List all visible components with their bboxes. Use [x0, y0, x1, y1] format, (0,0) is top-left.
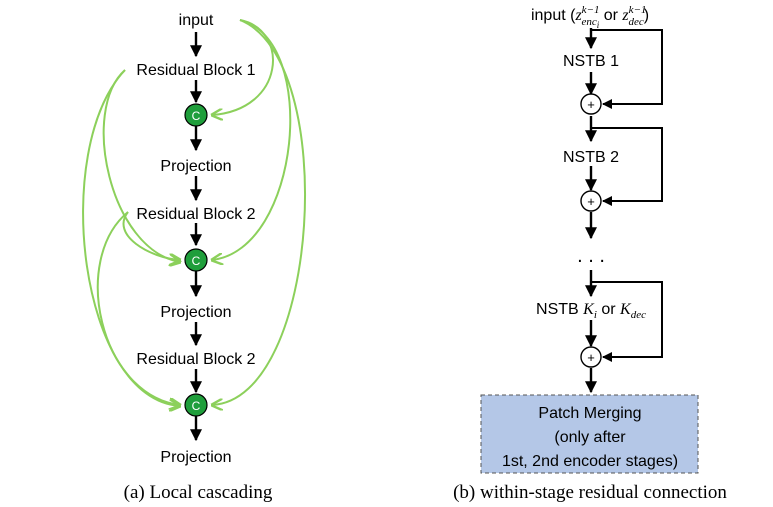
svg-text:Patch Merging: Patch Merging [538, 405, 641, 422]
concat-node-2: C [184, 248, 208, 272]
add-node-2: + [580, 190, 602, 212]
caption-b: (b) within-stage residual connection [453, 482, 727, 503]
concat-node-1: C [184, 103, 208, 127]
residual-block-1: Residual Block 1 [136, 62, 255, 79]
svg-text:+: + [587, 194, 595, 209]
nstb-2: NSTB 2 [563, 149, 619, 166]
svg-text:+: + [587, 350, 595, 365]
projection-3: Projection [160, 449, 231, 466]
projection-1: Projection [160, 158, 231, 175]
svg-text:C: C [192, 254, 201, 268]
add-node-1: + [580, 93, 602, 115]
panel-local-cascading: input Residual Block 1 Projection Residu… [82, 12, 306, 503]
svg-text:+: + [587, 97, 595, 112]
svg-text:C: C [192, 399, 201, 413]
patch-merging-box: Patch Merging (only after 1st, 2nd encod… [480, 394, 699, 474]
residual-block-2a: Residual Block 2 [136, 206, 255, 223]
svg-text:(only after: (only after [554, 429, 626, 446]
residual-skip-lines [591, 29, 663, 362]
cascade-skip-lines [82, 19, 306, 406]
ellipsis: . . . [577, 245, 605, 267]
concat-node-3: C [184, 393, 208, 417]
add-node-3: + [580, 346, 602, 368]
nstb-k: NSTB Ki or Kdec [536, 301, 646, 321]
residual-block-2b: Residual Block 2 [136, 351, 255, 368]
svg-text:1st, 2nd encoder stages): 1st, 2nd encoder stages) [502, 453, 678, 470]
input-label: input [179, 12, 214, 29]
caption-a: (a) Local cascading [124, 482, 273, 503]
nstb-1: NSTB 1 [563, 53, 619, 70]
projection-2: Projection [160, 304, 231, 321]
svg-text:C: C [192, 109, 201, 123]
